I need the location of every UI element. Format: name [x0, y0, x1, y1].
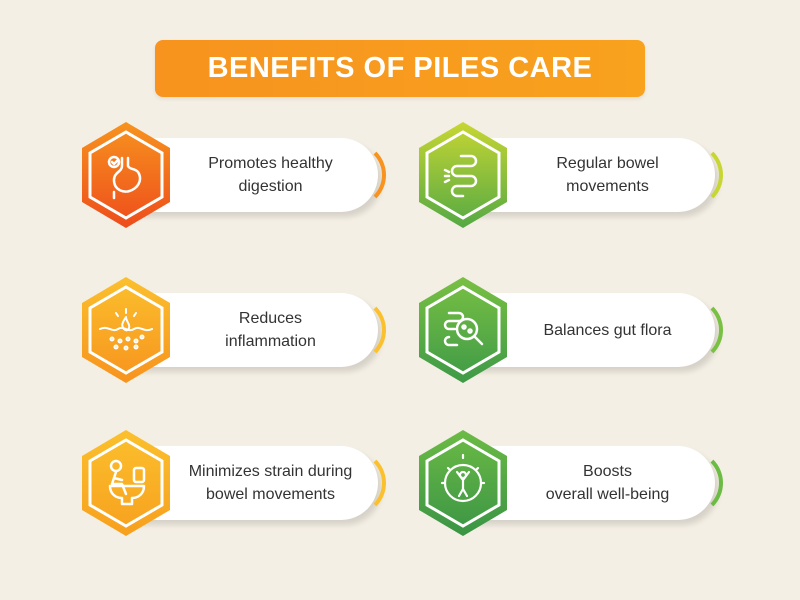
benefit-pill: [133, 446, 386, 520]
benefit-pill: [133, 293, 386, 367]
toilet-icon: [78, 428, 174, 538]
pill-edge: [683, 450, 723, 516]
title-banner: BENEFITS OF PILES CARE: [155, 40, 645, 97]
benefit-card-gut-flora: Balances gut flora: [415, 275, 725, 385]
benefit-pill: [470, 293, 723, 367]
pill-edge: [346, 142, 386, 208]
pill-edge: [683, 297, 723, 363]
benefit-pill: [470, 138, 723, 212]
benefit-pill: [470, 446, 723, 520]
wellbeing-icon: [415, 428, 511, 538]
pill-edge: [346, 297, 386, 363]
stomach-icon: [78, 120, 174, 230]
page-title: BENEFITS OF PILES CARE: [207, 52, 593, 84]
benefit-pill: [133, 138, 386, 212]
intestine-icon: [415, 120, 511, 230]
pill-edge: [683, 142, 723, 208]
inflammation-icon: [78, 275, 174, 385]
pill-edge: [346, 450, 386, 516]
gut-flora-icon: [415, 275, 511, 385]
benefit-label: Balances gut flora: [543, 321, 672, 339]
